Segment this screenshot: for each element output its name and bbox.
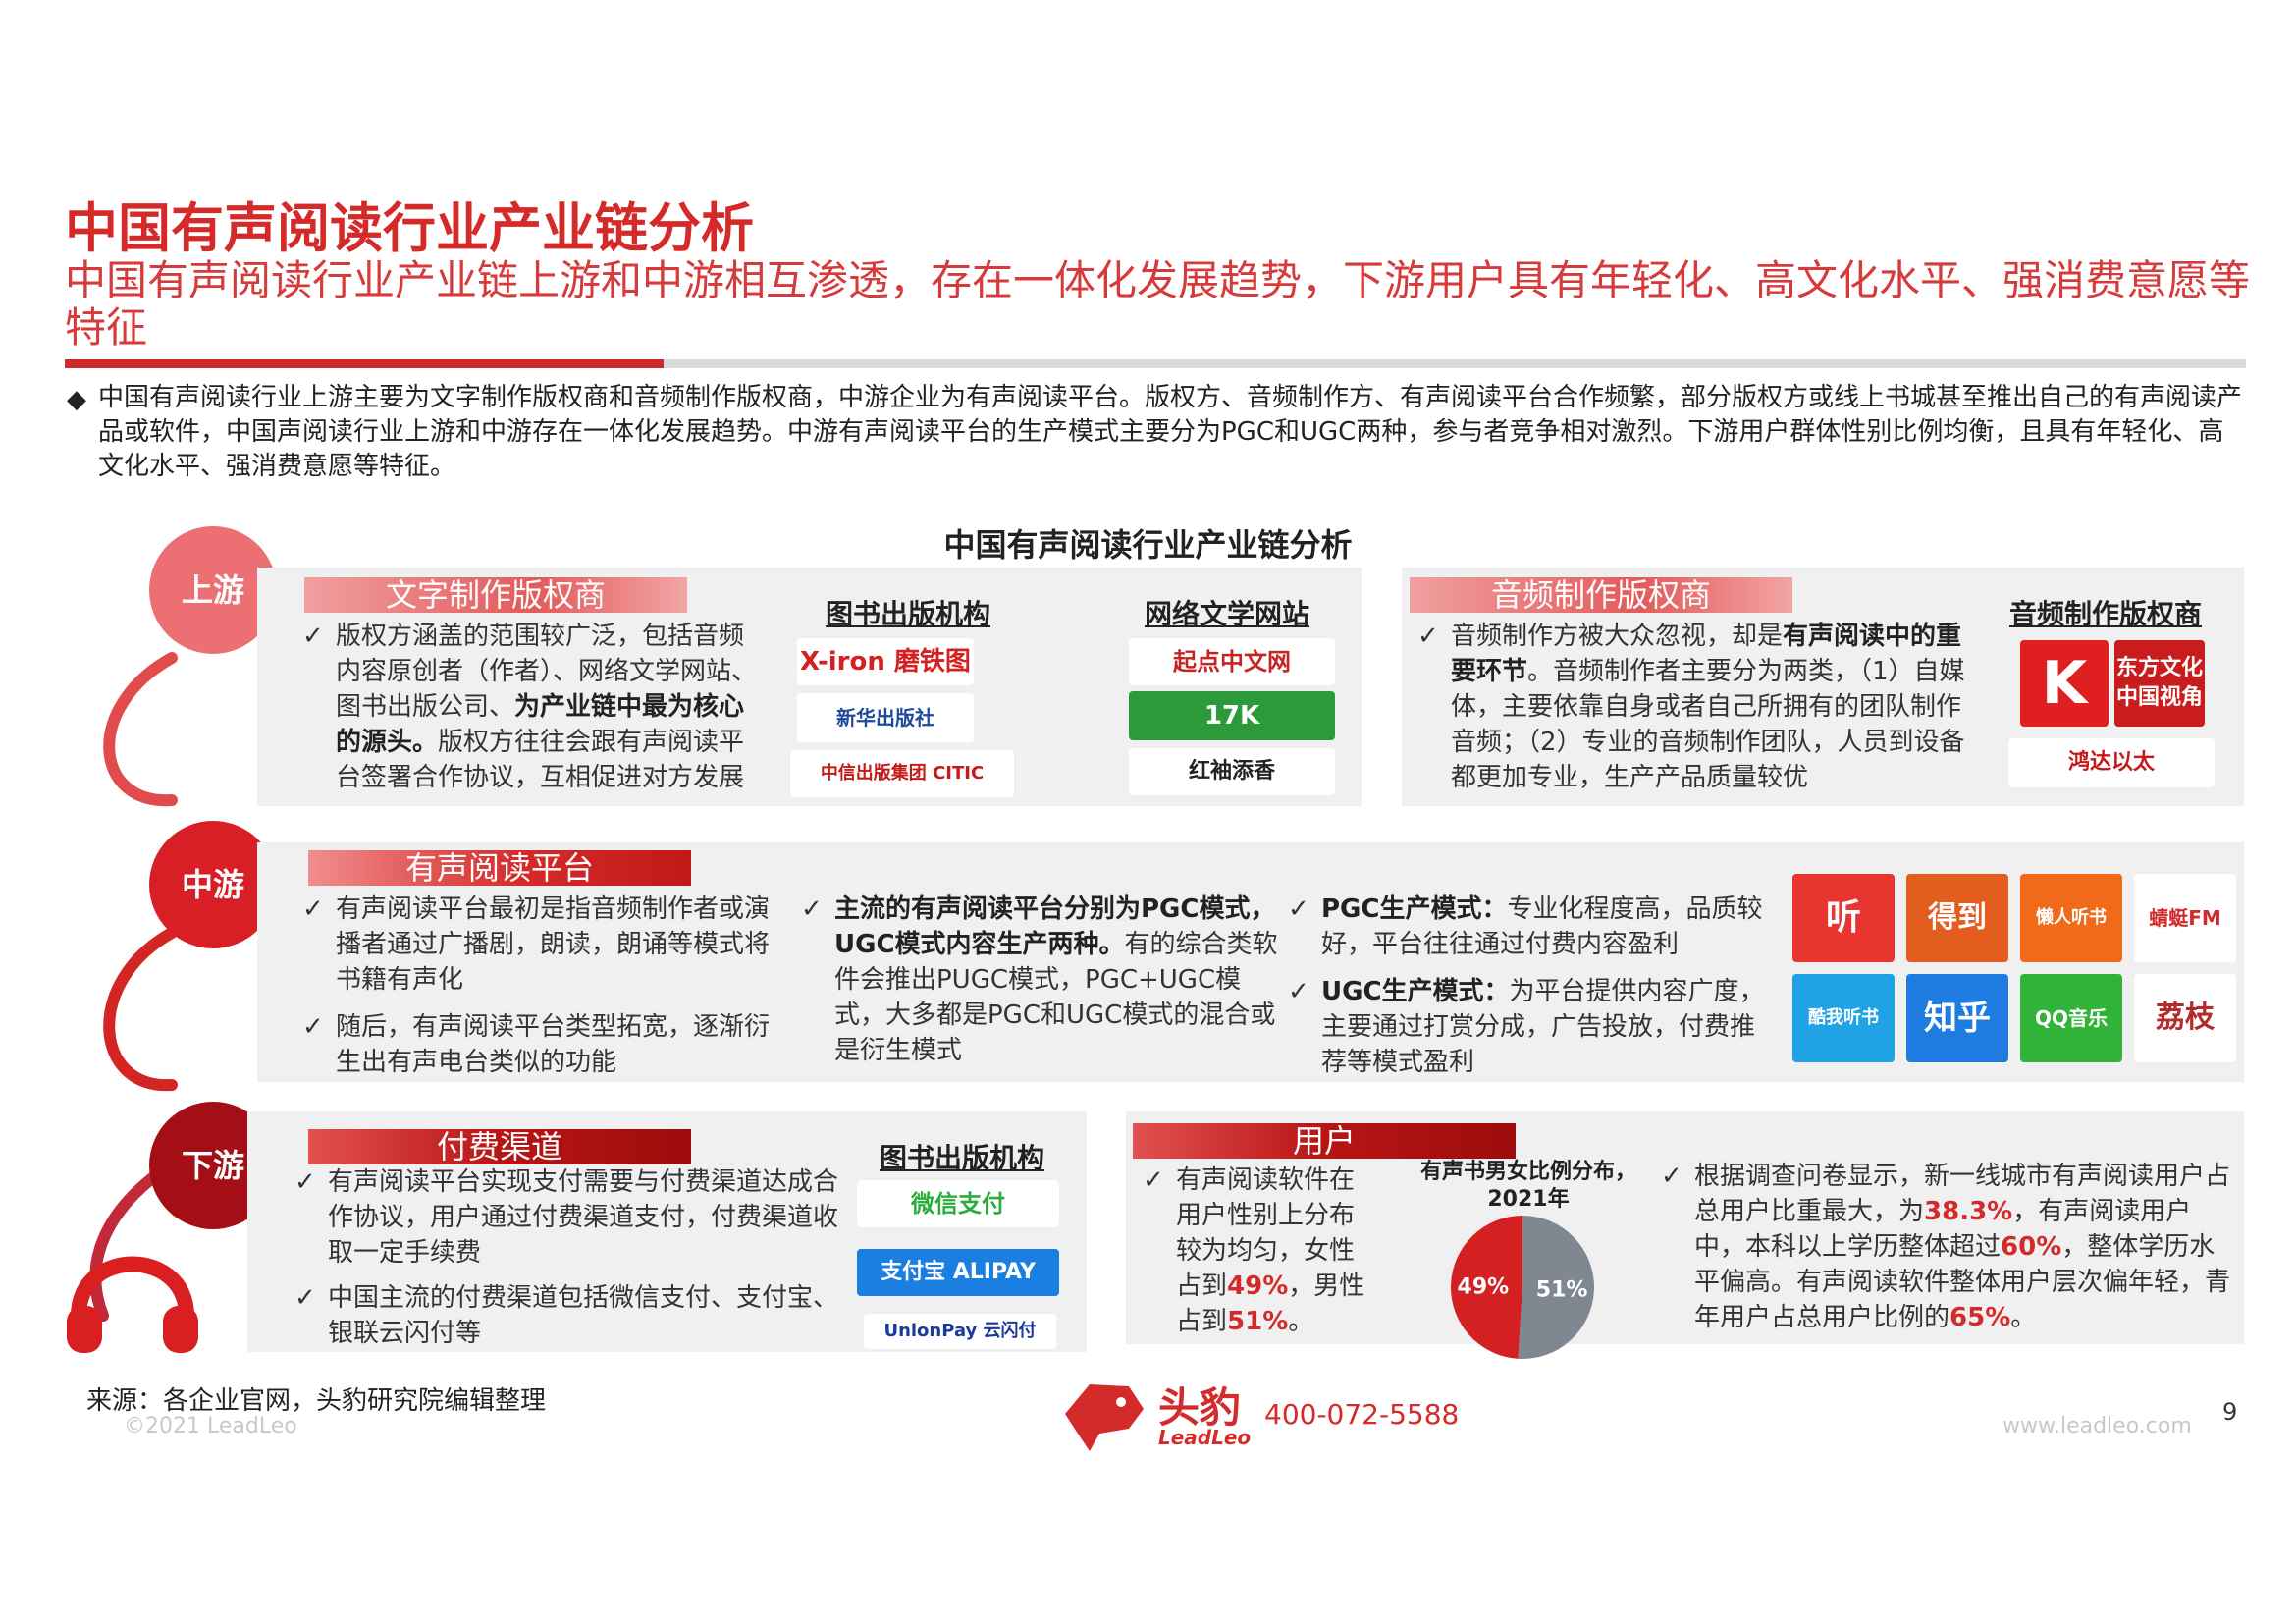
diagram-title: 中国有声阅读行业产业链分析: [943, 526, 1353, 564]
pie-label-0: 49%: [1458, 1275, 1510, 1300]
check-icon: ✓: [302, 1012, 324, 1042]
check-icon: ✓: [294, 1167, 316, 1197]
logo-kuaidian: K: [2020, 640, 2109, 727]
platform-label: 有声阅读平台: [308, 850, 691, 886]
text-rights-label: 文字制作版权商: [304, 577, 687, 613]
page-title: 中国有声阅读行业产业链分析: [65, 197, 754, 259]
app-qqmusic: QQ音乐: [2020, 974, 2122, 1062]
brand-name: 头豹: [1158, 1383, 1242, 1432]
logo-xiron: X-iron 磨铁图书: [797, 638, 974, 685]
arc-upstream: [103, 652, 178, 807]
app-zhihu: 知乎: [1906, 974, 2008, 1062]
logo-wechat-pay: 微信支付: [857, 1180, 1059, 1227]
logo-xinhua: 新华出版社: [797, 693, 974, 742]
check-icon: ✓: [302, 622, 324, 651]
website: www.leadleo.com: [2002, 1414, 2192, 1438]
check-icon: ✓: [1661, 1162, 1682, 1191]
check-icon: ✓: [1288, 977, 1309, 1006]
title-divider: [65, 359, 2246, 368]
logo-unionpay: UnionPay 云闪付: [864, 1314, 1056, 1349]
pgc-ugc-desc: ✓PGC生产模式：专业化程度高，品质较好，平台往往通过付费内容盈利 ✓UGC生产…: [1288, 892, 1769, 1080]
diamond-bullet-icon: ◆: [67, 385, 86, 414]
stage-upstream: 上游: [149, 526, 277, 654]
arc-midstream: [103, 927, 178, 1092]
payment-logos-heading: 图书出版机构: [879, 1142, 1044, 1174]
check-icon: ✓: [1417, 622, 1439, 651]
survey-desc: ✓根据调查问卷显示，新一线城市有声阅读用户占总用户比重最大，为38.3%，有声阅…: [1661, 1159, 2230, 1335]
app-kuwo: 酷我听书: [1792, 974, 1895, 1062]
brand-en: LeadLeo: [1158, 1426, 1252, 1449]
intro-paragraph: 中国有声阅读行业上游主要为文字制作版权商和音频制作版权商，中游企业为有声阅读平台…: [98, 383, 2243, 481]
text-rights-desc: ✓版权方涵盖的范围较广泛，包括音频内容原创者（作者）、网络文学网站、图书出版公司…: [302, 619, 764, 795]
title-divider-accent: [65, 359, 664, 368]
stage-arc-connectors: [89, 652, 178, 1322]
check-icon: ✓: [801, 894, 823, 924]
audio-rights-desc: ✓音频制作方被大众忽视，却是有声阅读中的重要环节。音频制作者主要分为两类，（1）…: [1417, 619, 1977, 795]
arc-downstream: [89, 1172, 158, 1322]
pie-slice-1: [1518, 1216, 1594, 1359]
websites-heading: 网络文学网站: [1144, 598, 1309, 630]
platform-desc: ✓有声阅读平台最初是指音频制作者或演播者通过广播剧，朗读，朗诵等模式将书籍有声化…: [302, 892, 793, 1080]
logo-hongxiu: 红袖添香: [1129, 748, 1335, 795]
copyright: ©2021 LeadLeo: [124, 1414, 297, 1438]
platform-modes: ✓主流的有声阅读平台分别为PGC模式，UGC模式内容生产两种。有的综合类软件会推…: [801, 892, 1292, 1068]
audio-logos-heading: 音频制作版权商: [2008, 598, 2202, 630]
app-dedao: 得到: [1906, 874, 2008, 962]
app-qingting: 蜻蜓FM: [2134, 874, 2236, 962]
publishers-heading: 图书出版机构: [825, 598, 990, 630]
pie-slice-0: [1451, 1216, 1522, 1359]
gender-pie-chart: 49% 51%: [1451, 1216, 1594, 1359]
payment-desc: ✓有声阅读平台实现支付需要与付费渠道达成合作协议，用户通过付费渠道支付，付费渠道…: [294, 1164, 844, 1351]
page-number: 9: [2222, 1398, 2238, 1426]
logo-17k: 17K: [1129, 691, 1335, 740]
audio-rights-label: 音频制作版权商: [1410, 577, 1792, 613]
payment-label: 付费渠道: [308, 1129, 691, 1164]
logo-qidian: 起点中文网: [1129, 638, 1335, 685]
check-icon: ✓: [294, 1283, 316, 1313]
pie-label-1: 51%: [1536, 1277, 1588, 1302]
logo-hongda: 鸿达以太: [2008, 738, 2215, 787]
pie-title: 有声书男女比例分布， 2021年: [1419, 1160, 1636, 1212]
user-label: 用户: [1133, 1123, 1516, 1159]
app-lizhi: 荔枝: [2134, 974, 2236, 1062]
hotline: 400-072-5588: [1264, 1398, 1460, 1431]
logo-alipay: 支付宝 ALIPAY: [857, 1249, 1059, 1296]
user-gender-desc: ✓有声阅读软件在用户性别上分布较为均匀，女性占到49%，男性占到51%。: [1143, 1163, 1368, 1339]
app-ting: 听: [1792, 874, 1895, 962]
leadleo-logo-icon: [1065, 1384, 1144, 1451]
logo-citic: 中信出版集团 CITIC Press Group: [790, 750, 1014, 797]
source-note: 来源：各企业官网，头豹研究院编辑整理: [86, 1386, 547, 1416]
logo-dongfang: 东方文化 中国视角: [2114, 640, 2205, 727]
page-subtitle: 中国有声阅读行业产业链上游和中游相互渗透，存在一体化发展趋势，下游用户具有年轻化…: [65, 256, 2251, 352]
check-icon: ✓: [302, 894, 324, 924]
check-icon: ✓: [1143, 1165, 1164, 1195]
check-icon: ✓: [1288, 894, 1309, 924]
headphones-icon: [67, 1256, 198, 1353]
app-lanren: 懒人听书: [2020, 874, 2122, 962]
stage-midstream: 中游: [149, 821, 277, 948]
